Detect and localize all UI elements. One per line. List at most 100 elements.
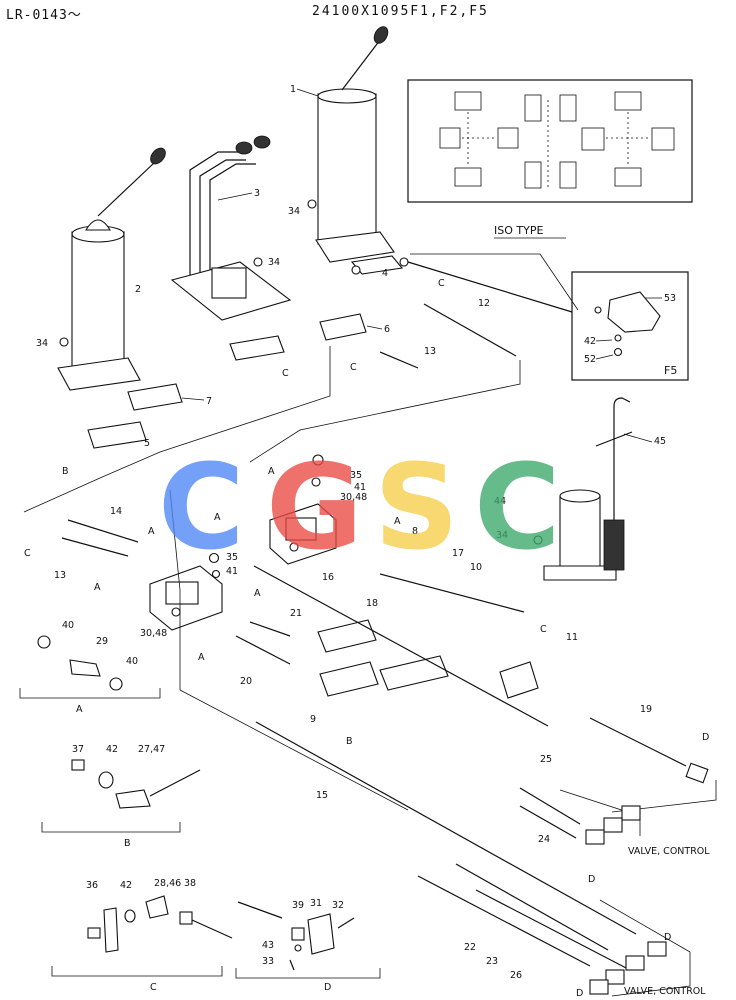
f5-inset: 53 42 52 F5 <box>407 261 689 381</box>
iso-type-inset: ISO TYPE <box>407 79 693 239</box>
detail-a: A <box>19 688 161 715</box>
detail-c-part-36: 36 <box>86 880 98 891</box>
part-number-header: 24100X1095F1,F2,F5 <box>312 4 489 19</box>
control-lever-2: 2 34 <box>36 147 166 391</box>
detail-d-part-33: 33 <box>262 956 274 967</box>
callout-b-2: B <box>346 736 353 747</box>
label-part-7: 7 <box>206 396 212 407</box>
callout-d-1: D <box>702 732 709 743</box>
label-part-29: 29 <box>96 636 108 647</box>
watermark-letter-1: C <box>158 438 245 576</box>
callout-a-5: A <box>254 588 261 599</box>
callout-d-4: D <box>576 988 583 999</box>
valve-control-label-upper: VALVE, CONTROL <box>628 846 710 857</box>
watermark-letter-3: S <box>374 438 459 576</box>
callout-a-6: A <box>198 652 205 663</box>
callout-b-1: B <box>62 466 69 477</box>
cgsc-watermark: C G S C <box>158 438 561 576</box>
travel-levers-3: 3 34 <box>170 135 292 321</box>
detail-c-part-42: 42 <box>120 880 132 891</box>
label-part-19: 19 <box>640 704 652 715</box>
control-lever-1: 1 34 <box>288 26 395 263</box>
callout-c-1: C <box>438 278 445 289</box>
callout-d-3: D <box>664 932 671 943</box>
label-part-13-lower: 13 <box>54 570 66 581</box>
label-part-8: 8 <box>412 526 418 537</box>
f5-part-52: 52 <box>584 354 596 365</box>
detail-b-part-37: 37 <box>72 744 84 755</box>
label-part-21: 21 <box>290 608 302 619</box>
tool-holder: 45 44 34 <box>494 397 666 581</box>
callout-c-2: C <box>282 368 289 379</box>
label-part-25: 25 <box>540 754 552 765</box>
label-part-35-upper: 35 <box>350 470 362 481</box>
watermark-letter-4: C <box>474 438 561 576</box>
label-part-34-lever3: 34 <box>268 257 280 268</box>
label-part-18: 18 <box>366 598 378 609</box>
callout-letters: A A A A A A A B B C C C C C D D D D <box>24 278 709 999</box>
pilot-valve-lower: 30,48 <box>140 565 223 639</box>
label-part-11: 11 <box>566 632 578 643</box>
label-part-6: 6 <box>384 324 390 335</box>
label-part-23: 23 <box>486 956 498 967</box>
label-part-2: 2 <box>135 284 141 295</box>
label-part-10: 10 <box>470 562 482 573</box>
detail-d-part-31: 31 <box>310 898 322 909</box>
detail-a-title: A <box>76 704 83 715</box>
detail-c-part-38: 38 <box>184 878 196 889</box>
label-part-20: 20 <box>240 676 252 687</box>
detail-c-part-28-46: 28,46 <box>154 878 181 889</box>
callout-a-7: A <box>394 516 401 527</box>
label-part-9: 9 <box>310 714 316 725</box>
f5-part-53: 53 <box>664 293 676 304</box>
callout-a-4: A <box>94 582 101 593</box>
callout-c-5: C <box>540 624 547 635</box>
detail-b-part-27-47: 27,47 <box>138 744 165 755</box>
iso-type-title: ISO TYPE <box>494 224 543 237</box>
detail-c: 36 42 28,46 38 C <box>51 878 233 993</box>
small-fittings: 35 35 41 41 40 40 29 <box>37 454 366 691</box>
callout-c-3: C <box>350 362 357 373</box>
detail-b: 37 42 27,47 B <box>41 744 201 849</box>
detail-d-title: D <box>324 982 331 993</box>
detail-d: 39 31 32 43 33 D <box>235 898 381 993</box>
valve-control-label-lower: VALVE, CONTROL <box>624 986 706 997</box>
detail-d-part-43: 43 <box>262 940 274 951</box>
callout-d-2: D <box>588 874 595 885</box>
label-part-5: 5 <box>144 438 150 449</box>
f5-title: F5 <box>664 364 677 377</box>
control-rods: 12 13 13 14 15 16 17 19 20 21 22 23 24 2… <box>54 298 687 981</box>
model-range-header: LR-0143～ <box>6 8 82 23</box>
label-part-34-lever2: 34 <box>36 338 48 349</box>
detail-c-title: C <box>150 982 157 993</box>
callout-a-1: A <box>268 466 275 477</box>
label-part-12: 12 <box>478 298 490 309</box>
callout-a-2: A <box>214 512 221 523</box>
pilot-valve-upper: 30,48 <box>269 492 367 565</box>
label-part-15: 15 <box>316 790 328 801</box>
detail-b-title: B <box>124 838 131 849</box>
label-part-41-upper: 41 <box>354 482 366 493</box>
callout-c-4: C <box>24 548 31 559</box>
label-part-24: 24 <box>538 834 550 845</box>
label-part-26: 26 <box>510 970 522 981</box>
label-part-35-lower: 35 <box>226 552 238 563</box>
linkage-brackets: 4 5 6 7 8 9 10 11 18 <box>87 255 578 725</box>
label-part-17: 17 <box>452 548 464 559</box>
label-part-22: 22 <box>464 942 476 953</box>
label-part-30-48-lower: 30,48 <box>140 628 167 639</box>
f5-part-42: 42 <box>584 336 596 347</box>
callout-a-3: A <box>148 526 155 537</box>
label-part-4: 4 <box>382 268 388 279</box>
valve-control-clevises: VALVE, CONTROL VALVE, CONTROL <box>585 762 710 997</box>
label-part-13-upper: 13 <box>424 346 436 357</box>
routing-lines <box>23 253 717 997</box>
watermark-letter-2: G <box>266 438 363 576</box>
label-part-45: 45 <box>654 436 666 447</box>
label-part-16: 16 <box>322 572 334 583</box>
detail-b-part-42: 42 <box>106 744 118 755</box>
detail-d-part-39: 39 <box>292 900 304 911</box>
label-part-40-left: 40 <box>62 620 74 631</box>
